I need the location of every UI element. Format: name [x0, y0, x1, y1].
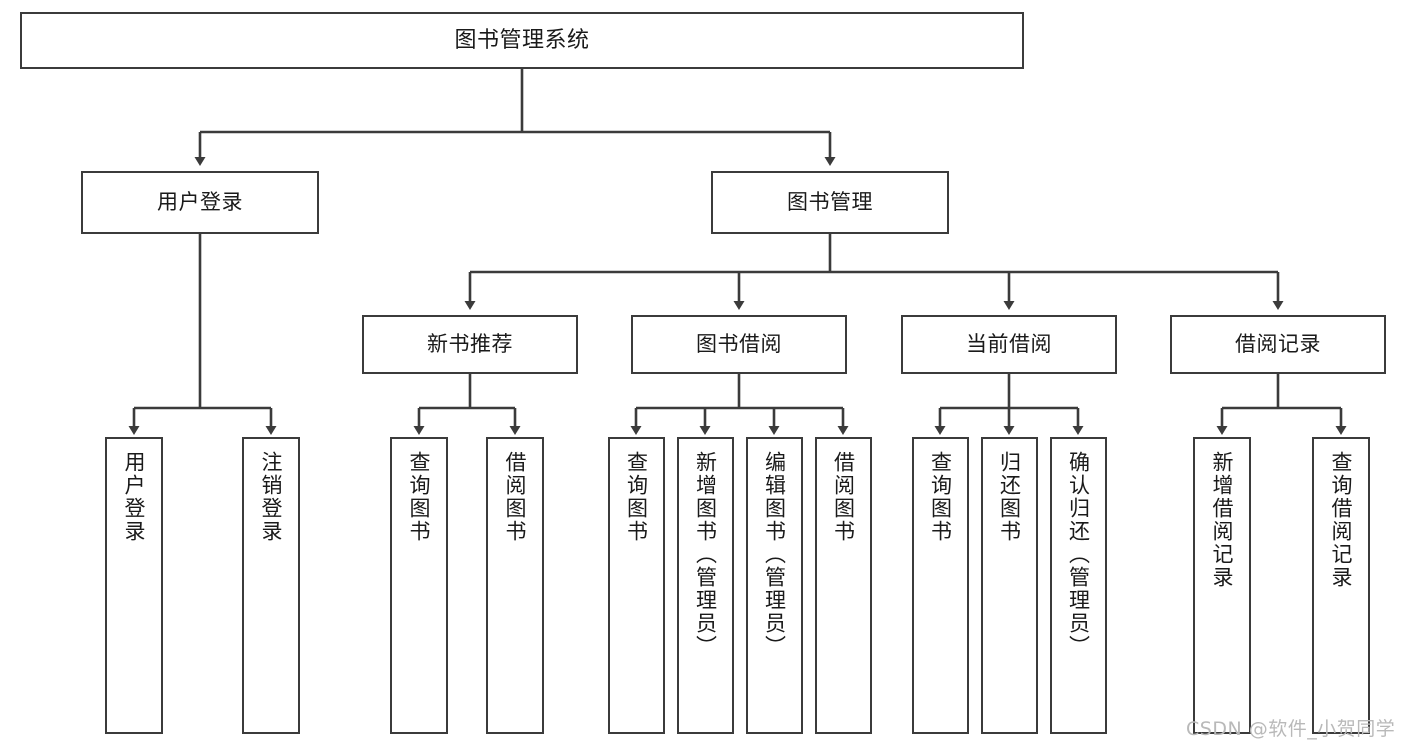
leaf-borrow-borrow-book[interactable]: 借阅图书	[815, 437, 872, 734]
node-label: 用户登录	[122, 451, 147, 543]
node-label: 图书管理系统	[454, 27, 590, 53]
leaf-current-query-book[interactable]: 查询图书	[912, 437, 969, 734]
node-label: 查询借阅记录	[1329, 451, 1354, 589]
node-borrow-records[interactable]: 借阅记录	[1170, 315, 1386, 374]
node-label: 图书借阅	[696, 332, 782, 357]
leaf-user-login-login[interactable]: 用户登录	[105, 437, 163, 734]
node-label: 新增借阅记录	[1210, 451, 1235, 589]
node-label: 注销登录	[259, 451, 284, 543]
leaf-records-query-record[interactable]: 查询借阅记录	[1312, 437, 1370, 734]
node-label: 确认归还（管理员）	[1066, 451, 1091, 658]
leaf-records-add-record[interactable]: 新增借阅记录	[1193, 437, 1251, 734]
leaf-current-return-book[interactable]: 归还图书	[981, 437, 1038, 734]
node-label: 当前借阅	[966, 332, 1052, 357]
node-label: 查询图书	[624, 451, 649, 543]
node-book-borrow[interactable]: 图书借阅	[631, 315, 847, 374]
leaf-borrow-query-book[interactable]: 查询图书	[608, 437, 665, 734]
leaf-recommend-query-book[interactable]: 查询图书	[390, 437, 448, 734]
watermark-csdn: CSDN @软件_小贺同学	[1186, 718, 1396, 740]
node-label: 新书推荐	[427, 332, 513, 357]
node-label: 查询图书	[407, 451, 432, 543]
node-label: 归还图书	[997, 451, 1022, 543]
node-root-system[interactable]: 图书管理系统	[20, 12, 1024, 69]
node-book-management[interactable]: 图书管理	[711, 171, 949, 234]
leaf-borrow-edit-book[interactable]: 编辑图书（管理员）	[746, 437, 803, 734]
node-label: 借阅图书	[831, 451, 856, 543]
node-new-book-recommend[interactable]: 新书推荐	[362, 315, 578, 374]
node-label: 图书管理	[787, 190, 873, 215]
node-user-login[interactable]: 用户登录	[81, 171, 319, 234]
node-current-borrow[interactable]: 当前借阅	[901, 315, 1117, 374]
leaf-user-login-logout[interactable]: 注销登录	[242, 437, 300, 734]
node-label: 查询图书	[928, 451, 953, 543]
leaf-recommend-borrow-book[interactable]: 借阅图书	[486, 437, 544, 734]
node-label: 新增图书（管理员）	[693, 451, 718, 658]
node-label: 借阅图书	[503, 451, 528, 543]
leaf-borrow-add-book[interactable]: 新增图书（管理员）	[677, 437, 734, 734]
leaf-current-confirm-return[interactable]: 确认归还（管理员）	[1050, 437, 1107, 734]
node-label: 编辑图书（管理员）	[762, 451, 787, 658]
node-label: 用户登录	[157, 190, 243, 215]
node-label: 借阅记录	[1235, 332, 1321, 357]
